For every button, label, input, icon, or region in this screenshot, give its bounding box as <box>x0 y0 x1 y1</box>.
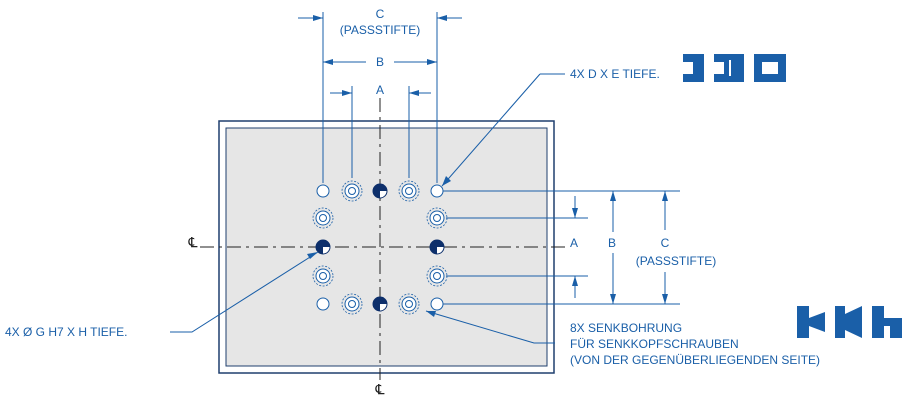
countersink-right-icon <box>835 306 862 338</box>
countersink-left-icon <box>797 306 825 338</box>
callout-bottom-right-line2: FÜR SENKKOPFSCHRAUBEN <box>570 337 739 351</box>
dowel-hole-right <box>429 239 445 255</box>
dimension-c-top <box>298 15 462 21</box>
small-hole-top-right <box>430 184 444 198</box>
dimension-a-right <box>572 196 578 298</box>
dim-label-passstifte-right: (PASSSTIFTE) <box>636 254 716 268</box>
leader-callout-top-right <box>441 73 565 187</box>
dim-label-a-right: A <box>570 236 578 250</box>
dim-label-passstifte-top: (PASSSTIFTE) <box>340 23 420 37</box>
dowel-hole-top <box>372 183 388 199</box>
bracket-open-left-icon <box>683 54 704 82</box>
dim-label-b-top: B <box>376 55 384 69</box>
dim-label-c-top: C <box>376 7 385 21</box>
top-extension-lines <box>322 12 438 183</box>
dimension-a-top <box>330 90 431 96</box>
callout-bottom-right-line3: (VON DER GEGENÜBERLIEGENDEN SEITE) <box>570 353 820 367</box>
countersink-hole-left-2 <box>312 265 334 287</box>
dimension-b-right <box>610 191 616 304</box>
dimension-b-top <box>323 59 437 65</box>
countersink-hole-left-1 <box>312 207 334 229</box>
callout-top-right-text: 4X D X E TIEFE. <box>570 67 660 81</box>
right-extension-lines <box>440 190 680 305</box>
centerline-mark-left: ℄ <box>188 234 198 250</box>
plate-face <box>225 127 548 367</box>
countersink-hole-top-2 <box>398 180 420 202</box>
dim-label-a-top: A <box>376 83 384 97</box>
centerline-mark-bottom: ℄ <box>375 381 385 397</box>
countersink-hole-right-2 <box>426 265 448 287</box>
callout-left-text: 4X Ø G H7 X H TIEFE. <box>5 325 127 339</box>
bracket-open-right-icon <box>714 54 744 82</box>
leader-callout-left <box>170 251 319 333</box>
dim-label-b-right: B <box>608 236 616 250</box>
dimension-c-right <box>662 191 668 304</box>
small-hole-bottom-left <box>316 297 330 311</box>
countersink-hole-bottom-1 <box>341 293 363 315</box>
callout-bottom-right-line1: 8X SENKBOHRUNG <box>570 321 682 335</box>
countersink-hole-right-1 <box>426 207 448 229</box>
dowel-hole-left <box>315 239 331 255</box>
dim-label-c-right: C <box>661 236 670 250</box>
countersink-through-icon <box>872 306 902 338</box>
countersink-hole-bottom-2 <box>398 293 420 315</box>
leader-callout-bottom-right <box>425 310 555 344</box>
dowel-hole-bottom <box>372 296 388 312</box>
bracket-closed-icon <box>754 54 786 82</box>
small-hole-bottom-right <box>430 297 444 311</box>
small-hole-top-left <box>316 184 330 198</box>
countersink-hole-top-1 <box>341 180 363 202</box>
